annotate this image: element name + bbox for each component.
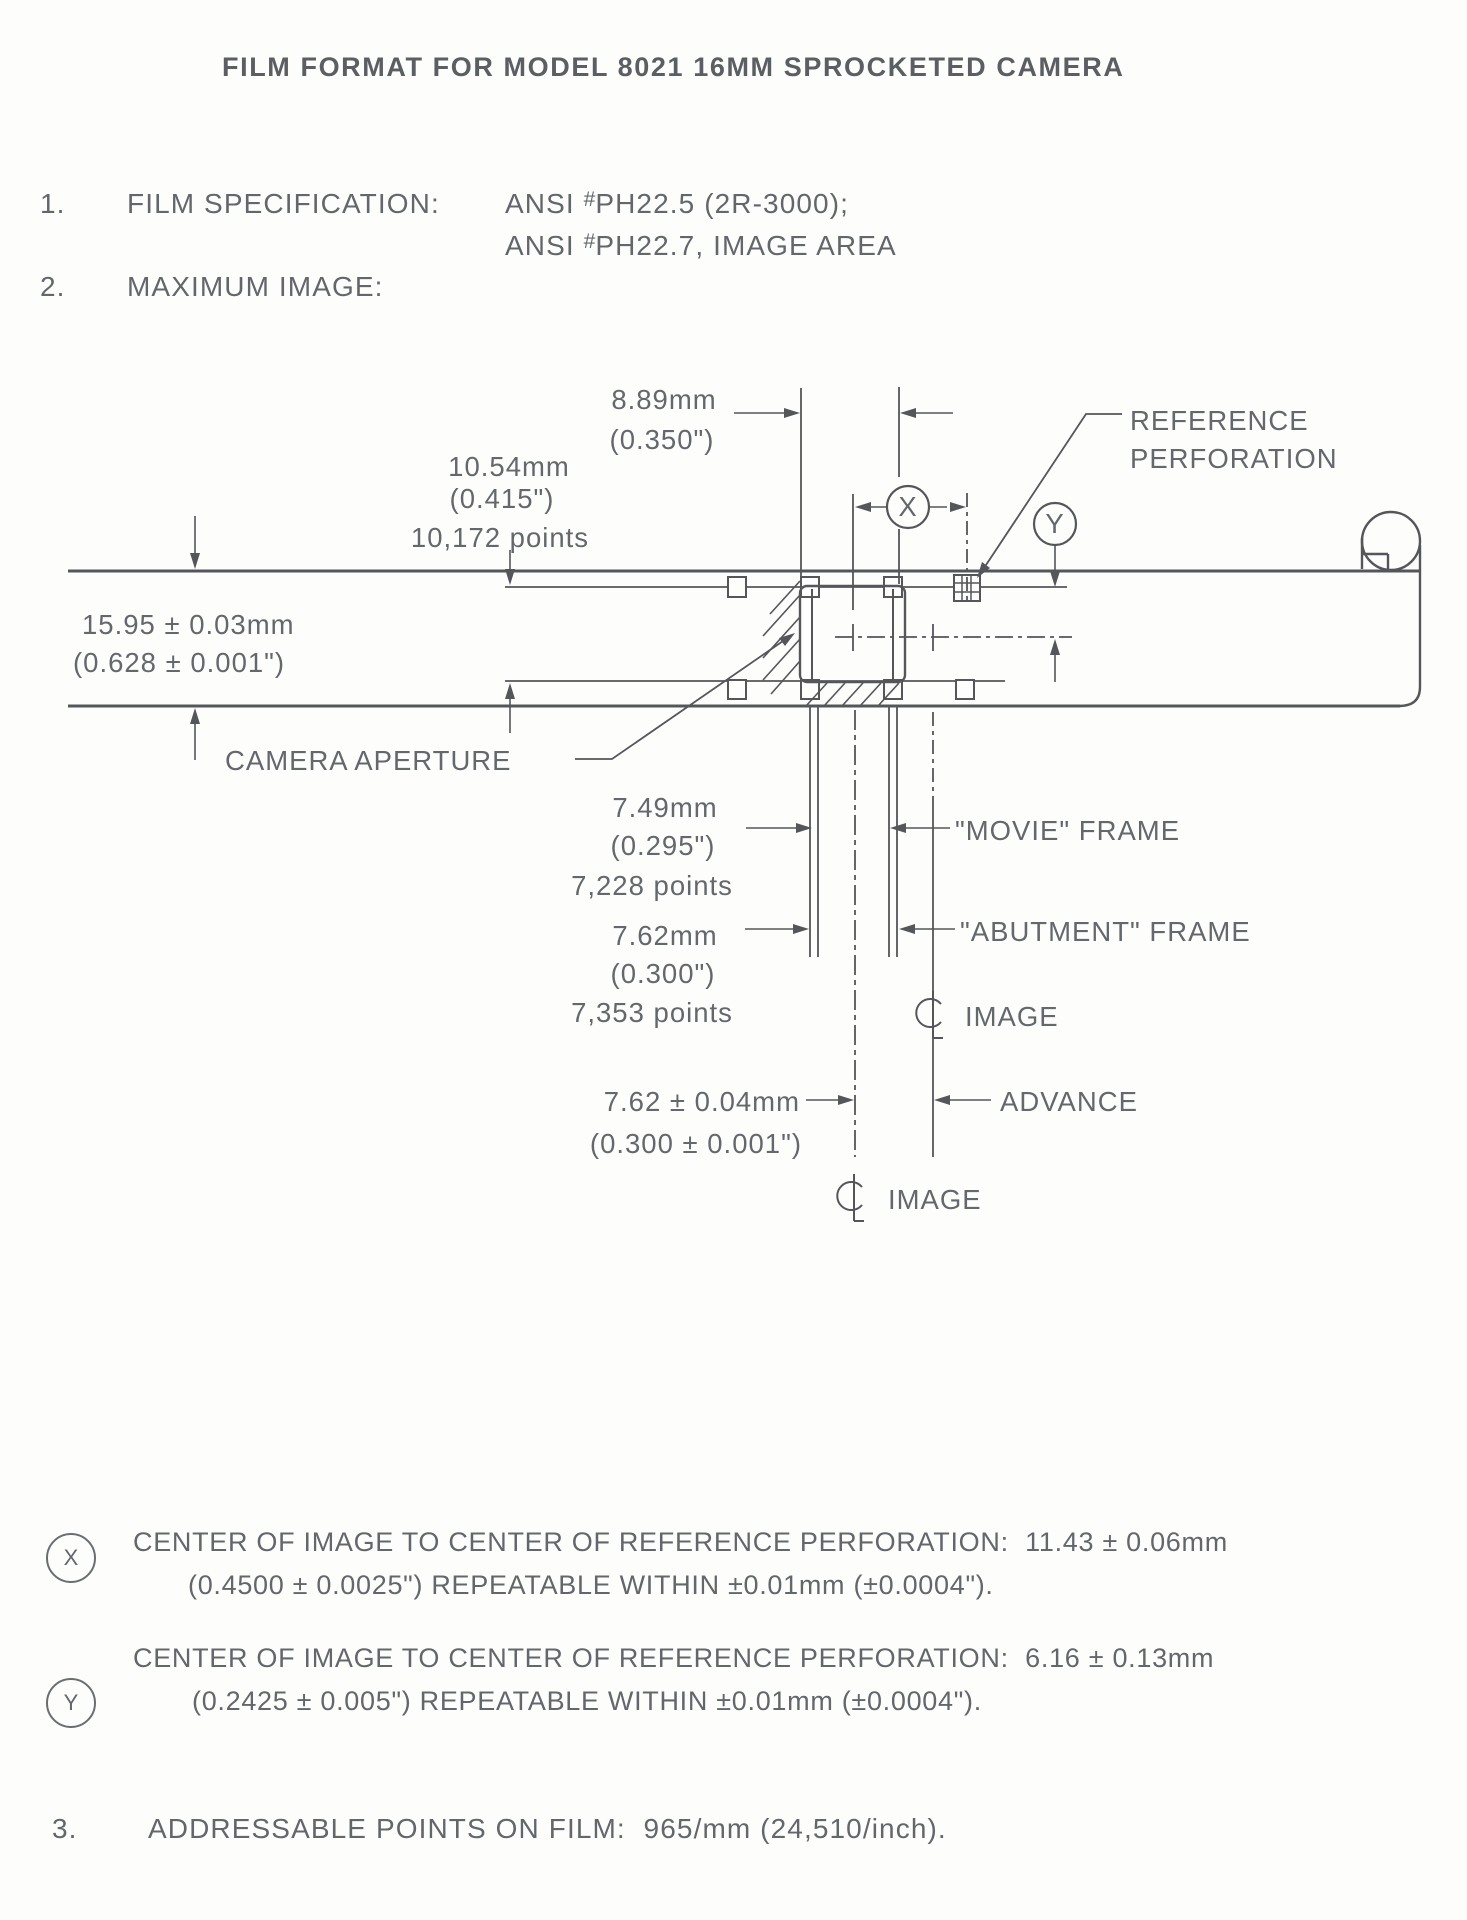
reference-perforation-label-2: PERFORATION [1130, 443, 1338, 474]
y-datum-balloon: Y [1032, 501, 1078, 547]
item3-number: 3. [52, 1813, 78, 1844]
item1-value-line2: ANSI #PH22.7, IMAGE AREA [505, 230, 897, 262]
hash-superscript-1: # [583, 188, 596, 211]
x-note-badge: X [46, 1533, 96, 1583]
film-strip [68, 510, 1422, 708]
movie-frame-label: "MOVIE" FRAME [955, 815, 1180, 846]
ansi-prefix-2: ANSI [505, 230, 584, 261]
dim-749-in: (0.295") [611, 830, 716, 861]
ansi-spec-1: PH22.5 (2R-3000); [595, 188, 850, 219]
x-datum-balloon: X [885, 484, 931, 530]
aperture-hatching [762, 580, 900, 707]
movie-frame-right-lines [888, 707, 898, 957]
movie-frame-left-lines [809, 707, 819, 957]
leader-lines [575, 413, 1122, 760]
y-note-line1: CENTER OF IMAGE TO CENTER OF REFERENCE P… [133, 1643, 1215, 1673]
x-note-line2: (0.4500 ± 0.0025") REPEATABLE WITHIN ±0.… [188, 1570, 994, 1600]
dim-762adv-in: (0.300 ± 0.001") [590, 1128, 802, 1159]
dim-1054-points: 10,172 points [411, 522, 589, 553]
reference-perforation-leader [985, 413, 1122, 566]
dim-762-points: 7,353 points [571, 997, 733, 1028]
item2-number: 2. [40, 271, 66, 302]
dim-762-mm: 7.62mm [612, 920, 717, 951]
y-datum-letter: Y [1045, 508, 1064, 539]
page-title: FILM FORMAT FOR MODEL 8021 16MM SPROCKET… [222, 52, 1125, 82]
item3-label: ADDRESSABLE POINTS ON FILM: 965/mm (24,5… [148, 1813, 947, 1844]
y-note-badge-letter: Y [63, 1690, 79, 1715]
dim-749-points: 7,228 points [571, 870, 733, 901]
y-note-badge: Y [46, 1678, 96, 1728]
item1-label: FILM SPECIFICATION: [127, 188, 440, 219]
image-label-upper: IMAGE [965, 1001, 1059, 1032]
dim-1595-mm: 15.95 ± 0.03mm [82, 609, 295, 640]
image-label-lower: IMAGE [888, 1184, 982, 1215]
centerline-symbol-upper [915, 991, 943, 1039]
x-datum-letter: X [898, 491, 917, 522]
centerline-ticks [852, 624, 934, 651]
ansi-spec-2: PH22.7, IMAGE AREA [595, 230, 897, 261]
centerline-symbol-lower [836, 1174, 864, 1222]
dim-1054-in: (0.415") [450, 483, 555, 514]
dim-1054-mm: 10.54mm [448, 451, 570, 482]
dim-1595-in: (0.628 ± 0.001") [73, 647, 285, 678]
x-note-line1: CENTER OF IMAGE TO CENTER OF REFERENCE P… [133, 1527, 1228, 1557]
dim-889-in: (0.350") [610, 424, 715, 455]
dim-889-mm: 8.89mm [611, 384, 716, 415]
ansi-prefix-1: ANSI [505, 188, 584, 219]
aperture-inner-edges [811, 589, 894, 679]
drawing-annotations: 8.89mm (0.350") 10.54mm (0.415") 10,172 … [73, 384, 1338, 1215]
dim-762-in: (0.300") [611, 958, 716, 989]
dimension-arrows [190, 408, 1060, 1105]
camera-aperture-leader [575, 640, 784, 760]
y-note-line2: (0.2425 ± 0.005") REPEATABLE WITHIN ±0.0… [192, 1686, 982, 1716]
construction-lines [800, 387, 1072, 1157]
hash-superscript-2: # [583, 230, 596, 253]
item1-number: 1. [40, 188, 66, 219]
item1-value-line1: ANSI #PH22.5 (2R-3000); [505, 188, 849, 220]
film-end-curl [1360, 510, 1422, 708]
abutment-frame-label: "ABUTMENT" FRAME [960, 916, 1251, 947]
x-note-badge-letter: X [63, 1545, 79, 1570]
reference-perforation-label-1: REFERENCE [1130, 405, 1309, 436]
item2-label: MAXIMUM IMAGE: [127, 271, 384, 302]
camera-aperture-label: CAMERA APERTURE [225, 745, 512, 776]
dim-749-mm: 7.49mm [612, 792, 717, 823]
dim-762adv-mm: 7.62 ± 0.04mm [604, 1086, 800, 1117]
advance-label: ADVANCE [1000, 1086, 1138, 1117]
